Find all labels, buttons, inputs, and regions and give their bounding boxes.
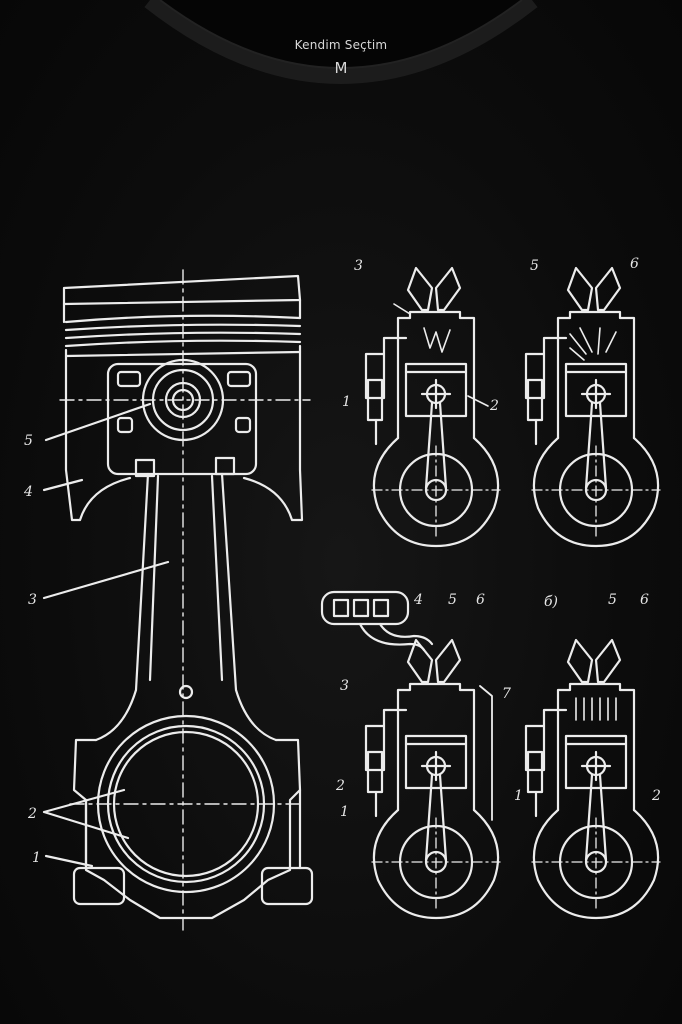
piston-labels: 5 4 3 2 1 [23,433,41,866]
label-d-5: 5 [608,592,617,608]
label-c-4: 4 [413,592,423,608]
diagram-a-labels: 3 1 2 [342,258,499,414]
label-c-6: 6 [476,592,485,608]
label-d-b: б) [544,594,558,610]
label-d-6: 6 [640,592,649,608]
label-4: 4 [23,484,33,500]
engine-cycle-diagram-d [524,638,662,920]
label-c-3: 3 [340,678,349,694]
label-2: 2 [27,806,37,822]
label-5: 5 [24,433,33,449]
engine-cycle-diagram-a [364,266,502,548]
label-d-2: 2 [651,788,661,804]
engine-cycle-diagram-c [364,638,502,920]
diagram-c-labels: 4 5 6 3 7 2 1 [335,592,511,820]
diagram-d-labels: б) 5 6 1 2 [514,592,661,804]
label-a-1: 1 [342,394,351,410]
air-filter-box [320,590,434,652]
label-a-3: 3 [354,258,363,274]
label-c-5: 5 [448,592,457,608]
label-d-1: 1 [514,788,523,804]
engine-cycle-diagram-b [524,266,662,548]
label-b-6: 6 [630,256,639,272]
neck-label: Kendim Seçtim M [0,38,682,77]
brand-label: Kendim Seçtim [294,38,388,52]
label-c-7: 7 [502,686,511,702]
size-label: M [334,59,348,77]
label-b-5: 5 [530,258,539,274]
label-a-2: 2 [489,398,499,414]
label-3: 3 [28,592,37,608]
label-c-2: 2 [335,778,345,794]
label-1: 1 [32,850,41,866]
diagram-b-labels: 5 6 [530,256,639,274]
piston-connecting-rod-drawing [42,269,314,931]
label-c-1: 1 [340,804,349,820]
